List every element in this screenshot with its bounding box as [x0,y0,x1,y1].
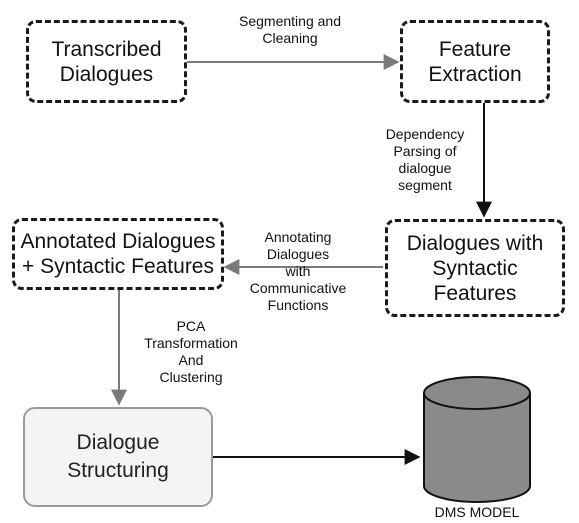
transcribed-dialogues-box: Transcribed Dialogues [26,20,187,103]
dialogue-structuring-box: Dialogue Structuring [23,407,213,507]
dialogue-structuring-label: Dialogue Structuring [67,431,169,482]
syntactic-dialogues-box: Dialogues with Syntactic Features [385,219,565,317]
dms-model-caption: DMS MODEL [434,504,520,520]
database-cylinder-icon [423,376,531,503]
dependency-label: Dependency Parsing of dialogue segment [385,126,465,193]
annotated-dialogues-box: Annotated Dialogues + Syntactic Features [12,218,224,290]
transcribed-dialogues-label: Transcribed Dialogues [51,37,162,86]
annotating-label: Annotating Dialogues with Communicative … [249,229,347,313]
feature-extraction-box: Feature Extraction [400,20,550,103]
syntactic-dialogues-label: Dialogues with Syntactic Features [406,231,544,305]
pca-label: PCA Transformation And Clustering [144,318,238,385]
annotated-dialogues-label: Annotated Dialogues + Syntactic Features [20,230,216,278]
segmenting-label: Segmenting and Cleaning [239,13,341,46]
feature-extraction-label: Feature Extraction [428,37,522,86]
